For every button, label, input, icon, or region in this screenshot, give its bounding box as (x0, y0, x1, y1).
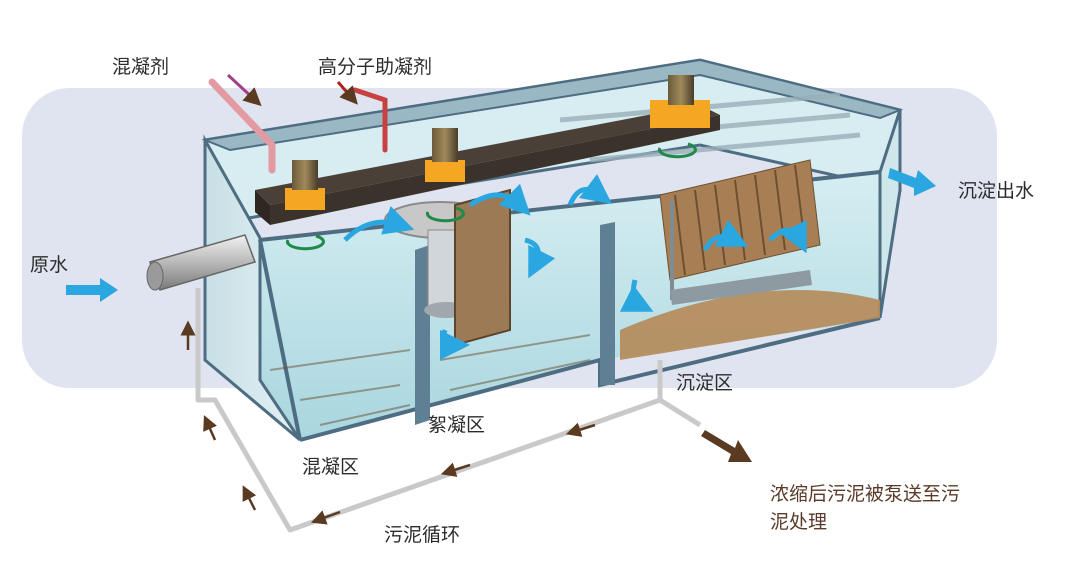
dosing-pipes (208, 78, 388, 174)
top-beam (255, 105, 720, 205)
sludge-scraper (670, 200, 812, 305)
label-sludge-out: 浓缩后污泥被泵送至污 泥处理 (770, 480, 1020, 536)
label-coagulant: 混凝剂 (112, 56, 170, 78)
label-coagulation-zone: 混凝区 (302, 456, 360, 478)
polymer-arrow (336, 81, 358, 105)
label-sludge-recycle: 污泥循环 (384, 524, 461, 546)
sludge-recycle-pipe (195, 288, 702, 533)
sludge-discharge-arrow (701, 430, 752, 462)
label-effluent: 沉淀出水 (958, 180, 1035, 202)
label-settling-zone: 沉淀区 (676, 372, 734, 394)
rotation-arrows (286, 142, 697, 251)
label-sludge-out-line2: 泥处理 (770, 511, 828, 533)
inlet-pipe (146, 234, 256, 291)
recycle-arrows (180, 320, 596, 525)
motor-flocculation (425, 128, 465, 182)
motor-coagulation (285, 160, 325, 210)
internal-flow-arrows (343, 174, 807, 360)
raw-water-arrow (66, 278, 118, 302)
label-polymer: 高分子助凝剂 (318, 56, 433, 78)
label-flocculation-zone: 絮凝区 (428, 414, 486, 436)
motor-scraper (650, 75, 710, 128)
coagulant-arrow (226, 73, 262, 107)
label-raw-water: 原水 (30, 254, 69, 276)
effluent-arrow (888, 168, 936, 196)
label-sludge-out-line1: 浓缩后污泥被泵送至污 (770, 483, 961, 505)
